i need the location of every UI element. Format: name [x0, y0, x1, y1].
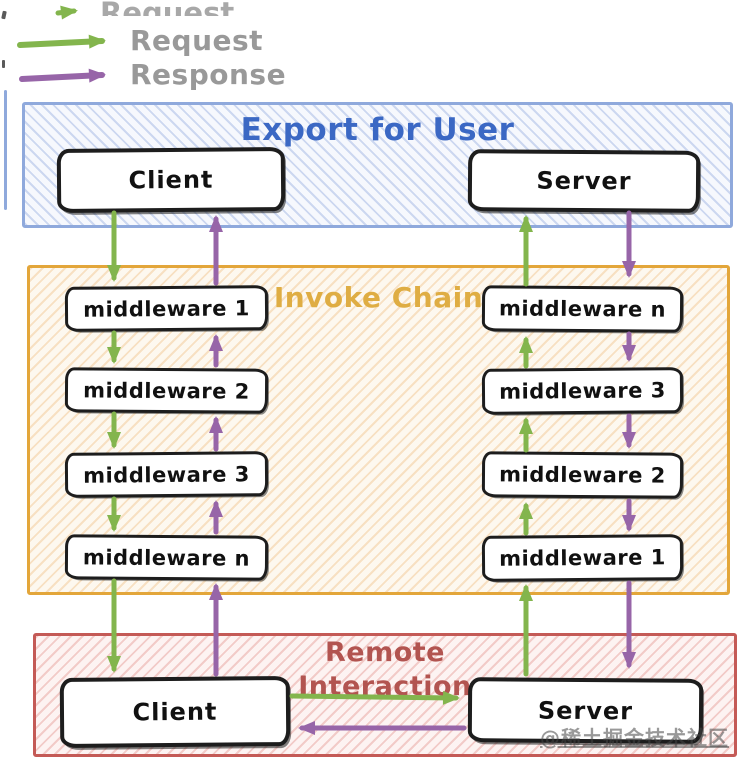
- client-box-top: Client: [56, 147, 286, 213]
- client-box-bottom: Client: [59, 675, 291, 749]
- legend-response-label: Response: [130, 58, 287, 91]
- middleware-box-right-1: middleware 1: [481, 534, 684, 582]
- clipped-request-label: Request: [100, 0, 250, 16]
- middleware-box-left-n: middleware n: [64, 534, 269, 581]
- crop-speck: [2, 60, 5, 68]
- clipped-request-arrow-icon: [55, 5, 78, 20]
- legend-response-arrow-icon: [19, 68, 106, 83]
- crop-speck: [1, 10, 7, 20]
- export-section-title: Export for User: [240, 112, 515, 148]
- legend-request-arrow-icon: [17, 34, 106, 49]
- middleware-box-right-n: middleware n: [481, 285, 684, 333]
- middleware-box-left-1: middleware 1: [64, 285, 269, 332]
- middleware-box-left-2: middleware 2: [64, 367, 269, 414]
- middleware-box-left-3: middleware 3: [64, 451, 269, 498]
- watermark-text: @稀土掘金技术社区: [540, 726, 729, 750]
- cropped-border-remnant: [4, 90, 7, 210]
- remote-title-line1: Remote: [324, 637, 445, 668]
- server-box-top: Server: [467, 149, 701, 213]
- middleware-box-right-2: middleware 2: [481, 451, 684, 499]
- invoke-section-title: Invoke Chain: [273, 281, 484, 314]
- clipped-legend-fragment: Request: [100, 0, 250, 16]
- middleware-box-right-3: middleware 3: [481, 367, 684, 415]
- legend-request-label: Request: [130, 24, 264, 57]
